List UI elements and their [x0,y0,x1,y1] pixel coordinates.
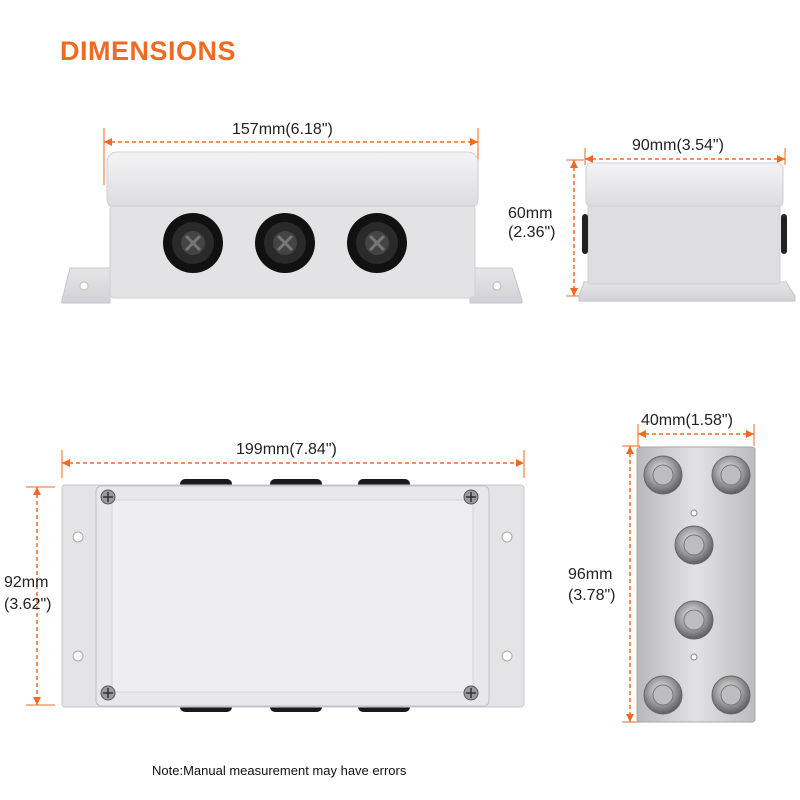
busbar-height-label-2: (3.78") [568,587,616,604]
busbar-width-label: 40mm(1.58") [641,412,733,429]
stud-terminal-icon [711,675,751,715]
end-view [566,148,796,302]
screw-icon [100,489,116,505]
stud-terminal-icon [674,600,714,640]
footer-note: Note:Manual measurement may have errors [152,763,407,778]
top-length-label: 199mm(7.84") [236,441,337,458]
side-view [61,128,523,304]
mounting-hole-icon [501,650,513,662]
stud-terminal-icon [643,455,683,495]
end-width-label: 90mm(3.54") [632,137,724,154]
stud-terminal-icon [674,525,714,565]
cable-gland-icon [255,213,315,273]
cable-gland-icon [347,213,407,273]
top-view [26,450,525,712]
stud-terminal-icon [643,675,683,715]
mounting-hole-icon [501,531,513,543]
end-height-label-2: (2.36") [508,224,556,241]
end-height-label-1: 60mm [508,205,553,222]
screw-icon [100,685,116,701]
top-height-label-2: (3.62") [4,596,52,613]
side-width-label: 157mm(6.18") [232,121,333,138]
screw-icon [463,489,479,505]
screw-icon [463,685,479,701]
page-title: DIMENSIONS [60,36,237,66]
mounting-hole-icon [72,531,84,543]
stud-terminal-icon [711,455,751,495]
top-height-label-1: 92mm [4,574,49,591]
busbar-view [622,424,756,723]
mounting-hole-icon [72,650,84,662]
busbar-height-label-1: 96mm [568,566,613,583]
cable-gland-icon [163,213,223,273]
